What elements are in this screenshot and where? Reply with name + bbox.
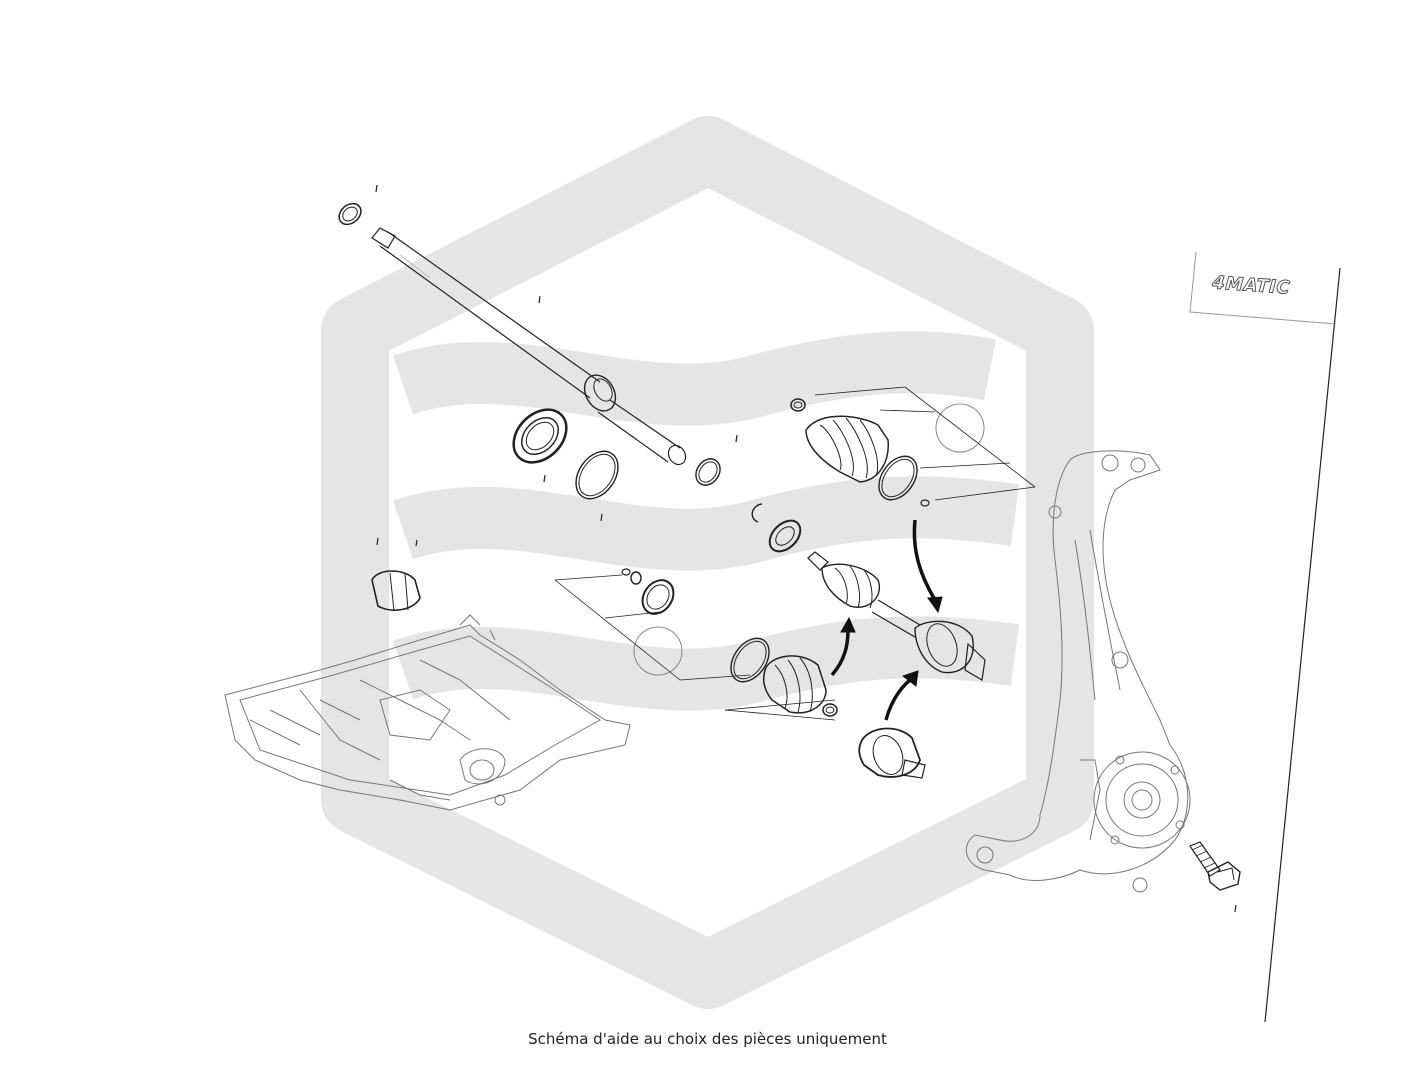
- 4matic-badge: 4MATIC: [1189, 251, 1337, 325]
- intermediate-shaft: [338, 202, 687, 466]
- shaft-seal: [512, 408, 568, 464]
- retaining-ring: [371, 570, 421, 612]
- upper-boot-kit: [790, 386, 1036, 507]
- circlip: [695, 458, 721, 486]
- 4matic-badge-text: 4MATIC: [1211, 272, 1291, 298]
- hub-bolt: [1189, 841, 1241, 891]
- hexagon-logo-watermark-icon: [321, 116, 1094, 1009]
- frame-border-line: [1264, 267, 1341, 1023]
- outer-cv-joint: [858, 727, 926, 779]
- lower-boot-kit: [554, 568, 838, 721]
- middle-seal: [751, 503, 802, 553]
- callout-ticks: [375, 184, 1237, 913]
- snap-ring: [575, 450, 619, 500]
- diagram-caption: Schéma d'aide au choix des pièces unique…: [528, 1030, 887, 1048]
- arrows: [830, 519, 943, 721]
- oil-pan: [224, 614, 631, 811]
- drive-shaft-assembly: [807, 551, 986, 681]
- steering-knuckle: [965, 450, 1191, 893]
